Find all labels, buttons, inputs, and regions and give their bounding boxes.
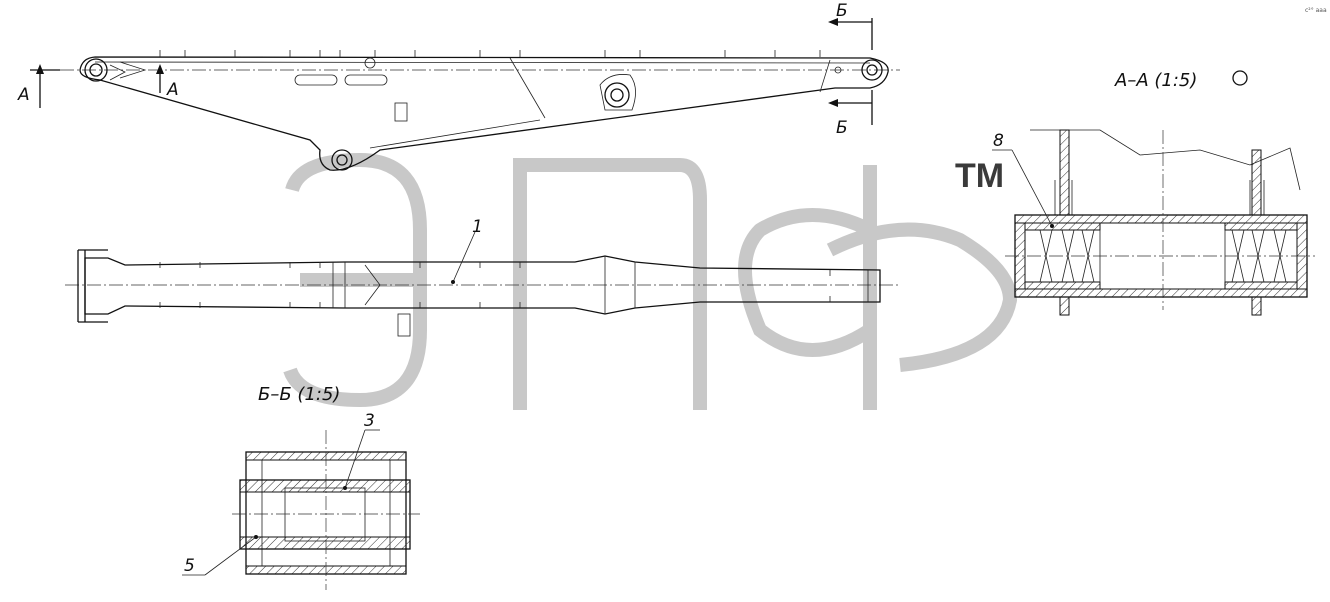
corner-note: с²° ааа: [1305, 7, 1327, 14]
watermark: TM: [283, 152, 1018, 410]
section-marker-b: Б Б: [828, 1, 873, 138]
section-marker-a: А А: [17, 64, 179, 108]
section-aa-view: А–А (1:5): [992, 70, 1315, 316]
section-b-label-bottom: Б: [836, 118, 848, 138]
callout-3: 3: [364, 411, 375, 431]
section-bb-view: Б–Б (1:5) 3 5: [182, 384, 420, 590]
callout-8: 8: [993, 131, 1004, 151]
section-a-label-left: А: [17, 85, 30, 105]
boom-side-view: [60, 50, 900, 171]
callout-1: 1: [472, 217, 483, 237]
section-bb-title: Б–Б (1:5): [258, 384, 340, 405]
surface-symbol-icon: [1232, 70, 1248, 86]
section-b-label-top: Б: [836, 1, 848, 21]
section-aa-title: А–А (1:5): [1114, 70, 1197, 91]
callout-5: 5: [184, 556, 195, 576]
watermark-tm: TM: [955, 157, 1004, 195]
boom-plan-view: 1: [65, 217, 900, 337]
section-a-label-right: А: [166, 80, 179, 100]
